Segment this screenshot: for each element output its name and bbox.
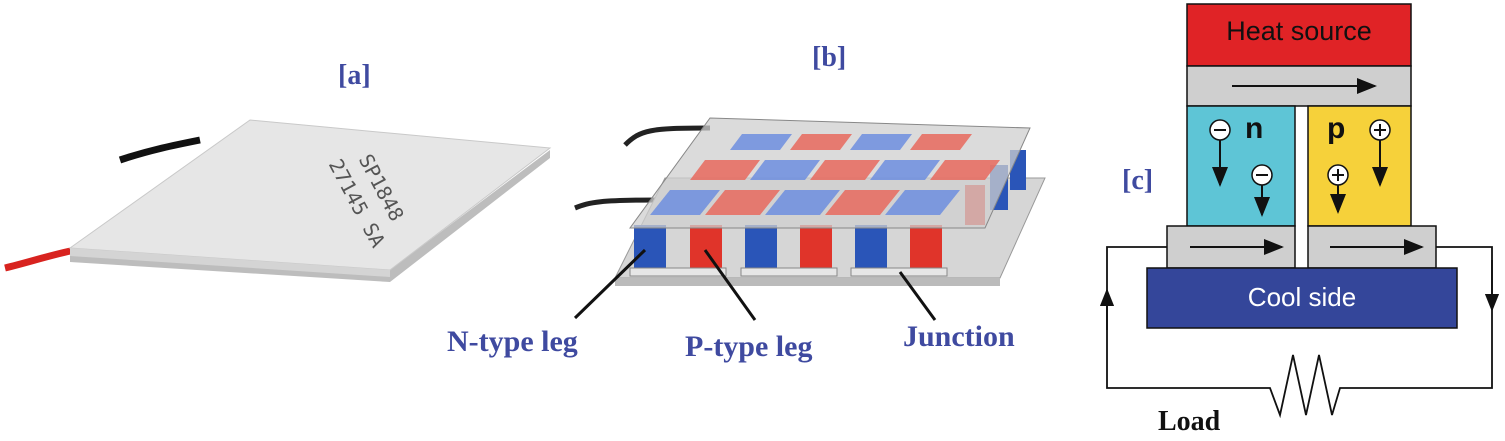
p-type-leg-label: P-type leg xyxy=(685,330,813,363)
n-label: n xyxy=(1245,112,1264,145)
p-type-block xyxy=(1307,105,1412,227)
panel-c-label: [c] xyxy=(1122,165,1154,196)
red-wire xyxy=(4,246,76,272)
leg-row-front xyxy=(629,225,948,277)
p-leg-leader xyxy=(703,249,757,321)
module-top-plate xyxy=(68,119,552,271)
minus-carrier-icon xyxy=(1251,164,1273,217)
heat-source-block xyxy=(1186,3,1412,67)
panel-b-label: [b] xyxy=(812,42,847,73)
cool-side-block xyxy=(1146,267,1458,329)
plus-carrier-icon xyxy=(1369,119,1391,187)
minus-carrier-icon xyxy=(1209,119,1231,187)
junction-leader xyxy=(898,271,937,321)
heat-source-label: Heat source xyxy=(1226,16,1372,46)
junction-strip xyxy=(850,267,948,277)
cool-side-label: Cool side xyxy=(1247,282,1357,312)
n-type-leg-label: N-type leg xyxy=(447,325,578,358)
p-label: p xyxy=(1327,112,1346,145)
panel-a-label: [a] xyxy=(338,60,371,91)
junction-label: Junction xyxy=(903,320,1015,353)
n-type-block xyxy=(1186,105,1296,227)
n-type-leg xyxy=(634,225,666,275)
load-label: Load xyxy=(1158,406,1221,437)
black-wire xyxy=(118,136,201,164)
plus-carrier-icon xyxy=(1327,164,1349,214)
n-leg-leader xyxy=(573,248,647,320)
interconnect-pattern xyxy=(650,134,1000,215)
resistor-icon xyxy=(1262,354,1345,419)
